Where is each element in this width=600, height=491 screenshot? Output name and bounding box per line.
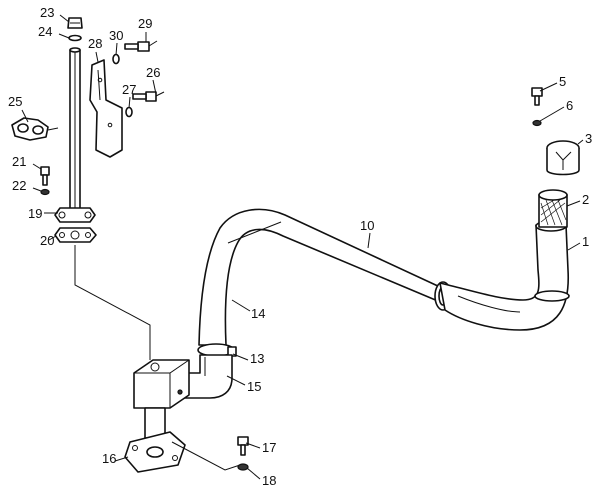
callout-2: 2 (582, 192, 589, 207)
tube-flange (54, 207, 96, 223)
callout-19: 19 (28, 206, 42, 221)
callout-26: 26 (146, 65, 160, 80)
callout-24: 24 (38, 24, 52, 39)
callout-23: 23 (40, 5, 54, 20)
callout-22: 22 (12, 178, 26, 193)
washer-18 (237, 463, 249, 471)
callout-25: 25 (8, 94, 22, 109)
callout-14: 14 (251, 306, 265, 321)
flange-gasket (54, 227, 97, 243)
base-flange (124, 431, 186, 473)
callout-16: 16 (102, 451, 116, 466)
washer-30 (112, 53, 120, 65)
bolt-washer (40, 188, 50, 196)
leader-lines (21, 14, 584, 480)
clamp (11, 117, 59, 141)
callout-3: 3 (585, 131, 592, 146)
callout-30: 30 (109, 28, 123, 43)
bolt-5 (531, 87, 543, 106)
bracket-bolt (40, 166, 50, 186)
support-bracket (89, 59, 123, 158)
assembly-line-block (171, 441, 241, 471)
filler-neck-screen (538, 189, 568, 228)
callout-17: 17 (262, 440, 276, 455)
rubber-hose (439, 220, 570, 331)
callout-18: 18 (262, 473, 276, 488)
callout-20: 20 (40, 233, 54, 248)
washer-6 (532, 119, 542, 127)
callout-10: 10 (360, 218, 374, 233)
callout-5: 5 (559, 74, 566, 89)
dipstick-tube (69, 47, 81, 211)
bolt-26 (132, 91, 165, 102)
main-pipe (198, 208, 446, 346)
callout-28: 28 (88, 36, 102, 51)
callout-21: 21 (12, 154, 26, 169)
washer-27 (125, 106, 133, 118)
mounting-block (133, 359, 190, 409)
bolt-17 (237, 436, 249, 456)
tube-cap (67, 17, 83, 29)
callout-1: 1 (582, 234, 589, 249)
assembly-line-tube (74, 245, 151, 360)
callout-6: 6 (566, 98, 573, 113)
callout-29: 29 (138, 16, 152, 31)
bolt-29 (124, 40, 158, 52)
cap-washer (68, 34, 82, 42)
callout-15: 15 (247, 379, 261, 394)
callout-13: 13 (250, 351, 264, 366)
callout-27: 27 (122, 82, 136, 97)
filler-cap (546, 140, 580, 176)
